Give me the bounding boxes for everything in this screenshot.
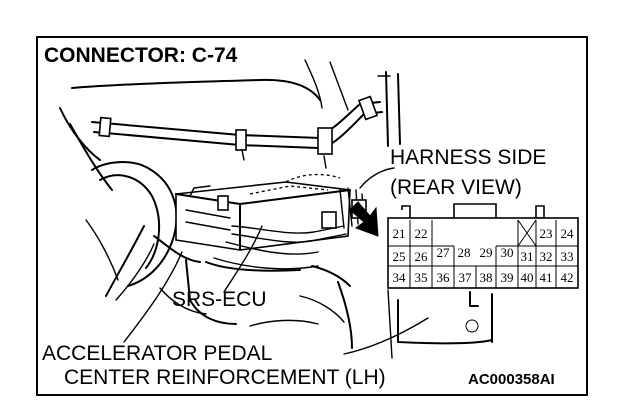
pin-33: 33 <box>561 249 574 264</box>
pin-29: 29 <box>480 245 493 260</box>
pin-21: 21 <box>393 226 406 241</box>
pin-24: 24 <box>561 226 575 241</box>
pin-32: 32 <box>540 249 553 264</box>
connector-face: 21 22 23 24 25 26 27 28 29 30 31 32 33 3… <box>387 203 579 289</box>
view-label-line1: HARNESS SIDE <box>390 146 546 169</box>
pin-34: 34 <box>393 270 407 285</box>
vehicle-illustration <box>59 59 493 359</box>
pin-28: 28 <box>458 245 471 260</box>
figure-code: AC000358AI <box>468 371 555 388</box>
pin-30: 30 <box>501 245 514 260</box>
location-label-line2: CENTER REINFORCEMENT (LH) <box>64 366 386 389</box>
pin-40: 40 <box>521 270 534 285</box>
pin-31: 31 <box>521 249 534 264</box>
pin-27: 27 <box>437 245 451 260</box>
pin-37: 37 <box>459 270 473 285</box>
pin-25: 25 <box>393 249 406 264</box>
connector-title: CONNECTOR: C-74 <box>44 44 238 67</box>
view-label-line2: (REAR VIEW) <box>390 176 522 199</box>
pin-26: 26 <box>415 249 429 264</box>
location-label-line1: ACCELERATOR PEDAL <box>42 342 272 365</box>
pin-41: 41 <box>540 270 553 285</box>
pin-42: 42 <box>561 270 574 285</box>
pin-38: 38 <box>480 270 493 285</box>
pin-22: 22 <box>415 226 428 241</box>
pin-35: 35 <box>415 270 428 285</box>
pin-23: 23 <box>540 226 553 241</box>
component-label: SRS-ECU <box>172 288 267 311</box>
pin-36: 36 <box>437 270 451 285</box>
figure-frame <box>36 36 588 396</box>
pin-39: 39 <box>501 270 514 285</box>
